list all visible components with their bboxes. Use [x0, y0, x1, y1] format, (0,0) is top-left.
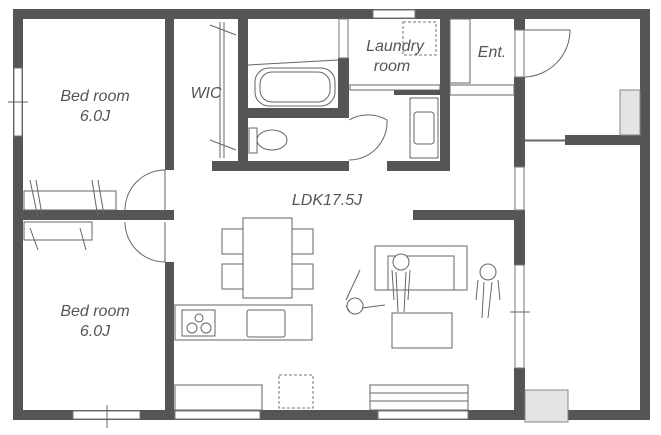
fridge-space: [278, 374, 314, 409]
people-icons: [345, 253, 501, 319]
ldk-label: LDK17.5J: [292, 192, 363, 209]
entrance-label: Ent.: [478, 44, 506, 61]
sink-icon: [246, 309, 286, 338]
laundry-label-line1: Laundry: [366, 38, 425, 55]
bedroom-bottom-label: Bed room: [60, 303, 129, 320]
walls: [13, 9, 650, 420]
fixtures: [247, 21, 439, 159]
bedroom-bottom-size: 6.0J: [80, 323, 111, 340]
storage-box: [524, 389, 569, 423]
shoe-storage: [619, 89, 641, 136]
wic-label: WIC: [190, 85, 222, 102]
closet-rails: [23, 22, 237, 251]
laundry-label-line2: room: [374, 58, 410, 75]
kitchen-counter: [174, 304, 314, 411]
bedroom-top-label: Bed room: [60, 88, 129, 105]
living-set: [369, 245, 469, 411]
windows: [8, 9, 530, 428]
bedroom-top-size: 6.0J: [80, 108, 111, 125]
dining-set: [221, 217, 314, 299]
doors: [124, 18, 571, 263]
room-labels: Bed room 6.0J WIC Laundry room Ent. LDK1…: [60, 38, 506, 340]
